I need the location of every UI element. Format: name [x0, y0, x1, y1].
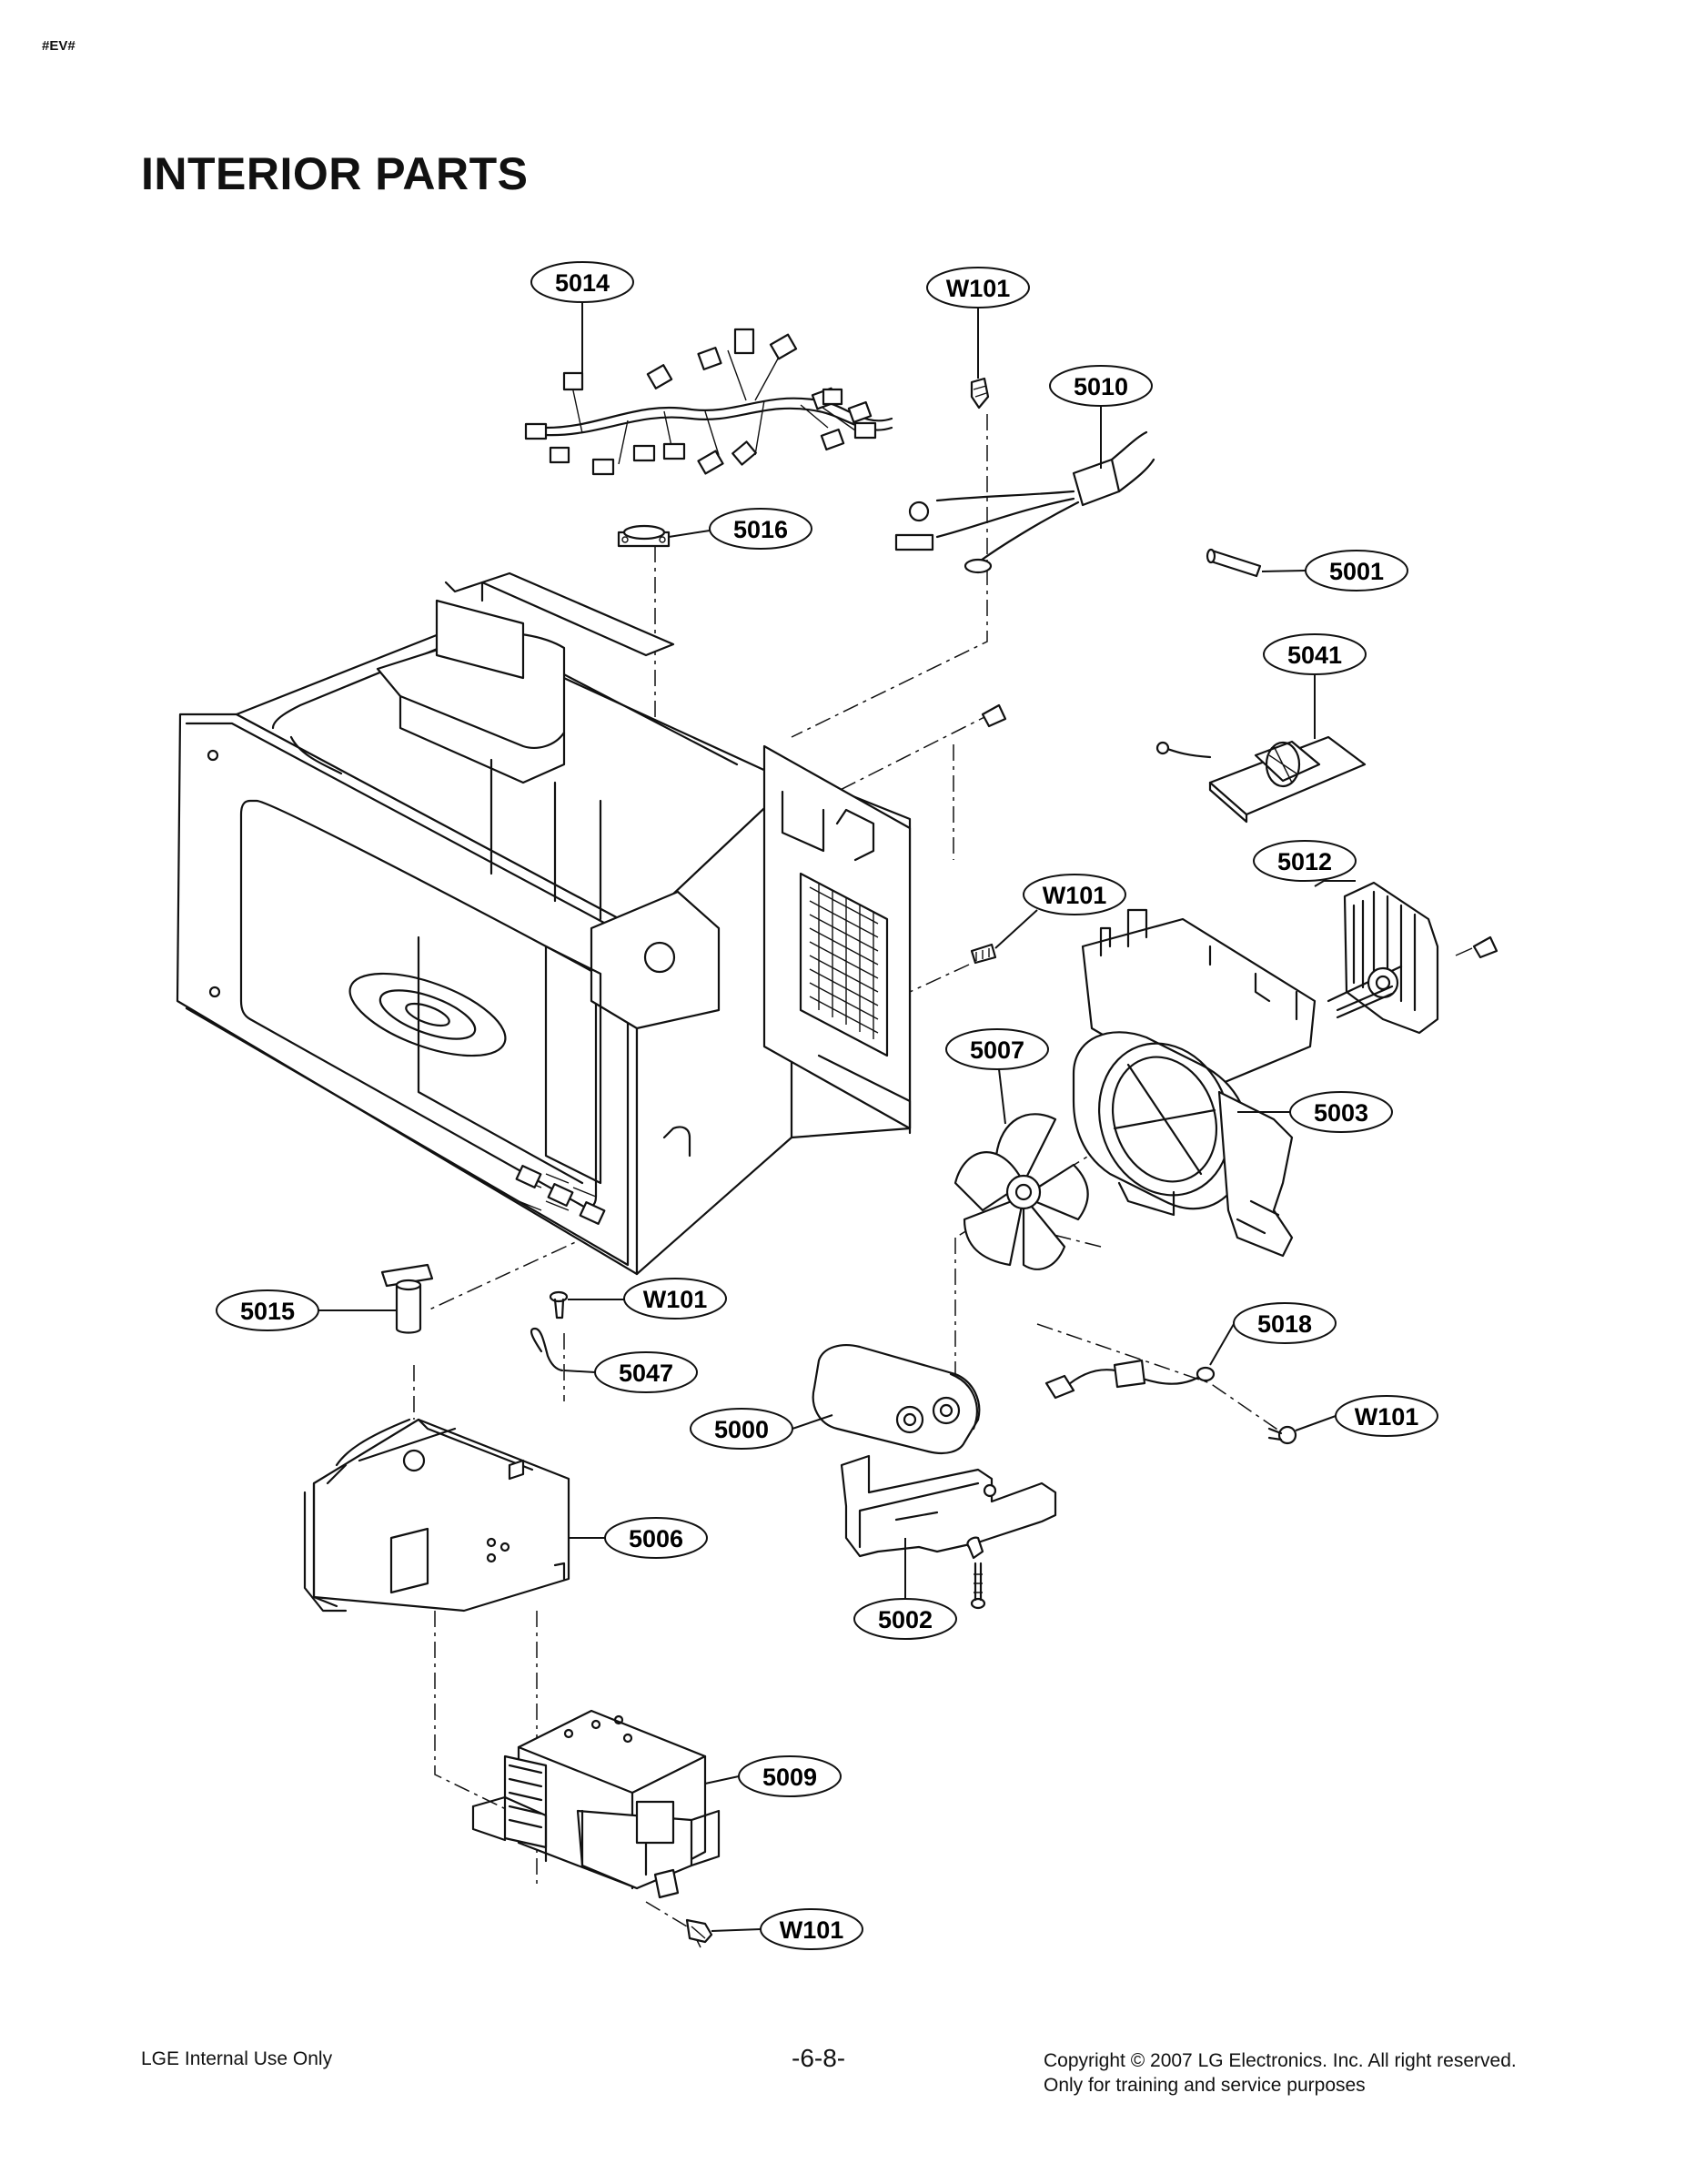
- screw-side: [981, 703, 1007, 728]
- fan-motor-5012: [1327, 881, 1498, 1035]
- callout-label: 5010: [1074, 373, 1128, 400]
- callout-label: 5006: [629, 1525, 683, 1552]
- noise-filter-5041: [1155, 735, 1367, 824]
- footer-internal-use: LGE Internal Use Only: [141, 2048, 333, 2069]
- callout-w101-top: W101: [926, 267, 1030, 379]
- callout-label: 5009: [762, 1764, 817, 1791]
- capacitor-bracket-5002: [840, 1454, 1057, 1560]
- callout-5047: 5047: [563, 1351, 698, 1393]
- callout-label: 5012: [1277, 848, 1332, 875]
- callout-label: W101: [780, 1916, 844, 1944]
- fan-blade-5007: [953, 1113, 1089, 1270]
- power-cord-5010: [894, 430, 1155, 574]
- copyright-line: Copyright © 2007 LG Electronics. Inc. Al…: [1044, 2050, 1517, 2071]
- wire-harness-5014: [524, 328, 893, 476]
- callout-5000: 5000: [690, 1408, 833, 1450]
- screw-w101-bottom: [685, 1918, 713, 1944]
- hv-transformer-5006: [303, 1418, 570, 1613]
- callout-label: 5002: [878, 1606, 933, 1633]
- thermostat-5016: [617, 524, 671, 548]
- callout-label: W101: [1043, 882, 1107, 909]
- magnetron-5009: [471, 1709, 721, 1899]
- callout-w101-left: W101: [568, 1278, 727, 1320]
- callout-5007: 5007: [945, 1028, 1049, 1125]
- hv-capacitor-5000: [812, 1344, 981, 1455]
- callout-label: 5016: [733, 516, 788, 543]
- callout-label: 5003: [1314, 1099, 1368, 1127]
- callout-label: W101: [1355, 1403, 1419, 1431]
- spring-5047: [530, 1327, 564, 1372]
- callout-label: 5015: [240, 1298, 295, 1325]
- callout-w101-right: W101: [1295, 1395, 1438, 1437]
- usage-note: Only for training and service purposes: [1044, 2075, 1366, 2096]
- screw-w101-right: [1267, 1425, 1297, 1445]
- thermal-sensor-5018: [1044, 1359, 1216, 1400]
- callout-label: 5047: [619, 1360, 673, 1387]
- callout-5002: 5002: [853, 1538, 957, 1640]
- callout-label: 5018: [1257, 1310, 1312, 1338]
- callout-label: W101: [946, 275, 1011, 302]
- callout-5003: 5003: [1237, 1091, 1393, 1133]
- callout-label: W101: [643, 1286, 708, 1313]
- callout-label: 5007: [970, 1036, 1024, 1064]
- page-title: INTERIOR PARTS: [141, 148, 529, 199]
- page-number: -6-8-: [792, 2044, 846, 2072]
- callout-label: 5014: [555, 269, 610, 297]
- callout-label: 5001: [1329, 558, 1384, 585]
- callout-5041: 5041: [1263, 633, 1367, 739]
- callout-label: 5000: [714, 1416, 769, 1443]
- fuse-5001: [1206, 548, 1262, 578]
- callout-5016: 5016: [668, 508, 812, 550]
- callout-w101-bottom: W101: [711, 1908, 863, 1950]
- screw-w101-top: [970, 377, 990, 410]
- callout-5014: 5014: [530, 261, 634, 373]
- callout-5015: 5015: [216, 1289, 397, 1331]
- callout-5018: 5018: [1209, 1302, 1337, 1366]
- callout-w101-mid: W101: [994, 874, 1126, 949]
- oven-cavity: [176, 571, 912, 1276]
- callout-5012: 5012: [1253, 840, 1357, 887]
- screw-capacitor-bracket: [970, 1562, 986, 1610]
- callout-5009: 5009: [704, 1755, 842, 1797]
- callout-label: 5041: [1287, 642, 1342, 669]
- screw-w101-mid: [970, 943, 997, 965]
- header-tag: #EV#: [42, 38, 76, 54]
- callout-5010: 5010: [1049, 365, 1153, 469]
- footer-copyright-block: Copyright © 2007 LG Electronics. Inc. Al…: [1044, 2048, 1517, 2098]
- screw-w101-left: [549, 1290, 569, 1320]
- fan-bracket-5003: [1072, 908, 1317, 1258]
- callout-5001: 5001: [1261, 550, 1408, 592]
- thermal-cutout-5015: [380, 1263, 434, 1334]
- callout-5006: 5006: [569, 1517, 708, 1559]
